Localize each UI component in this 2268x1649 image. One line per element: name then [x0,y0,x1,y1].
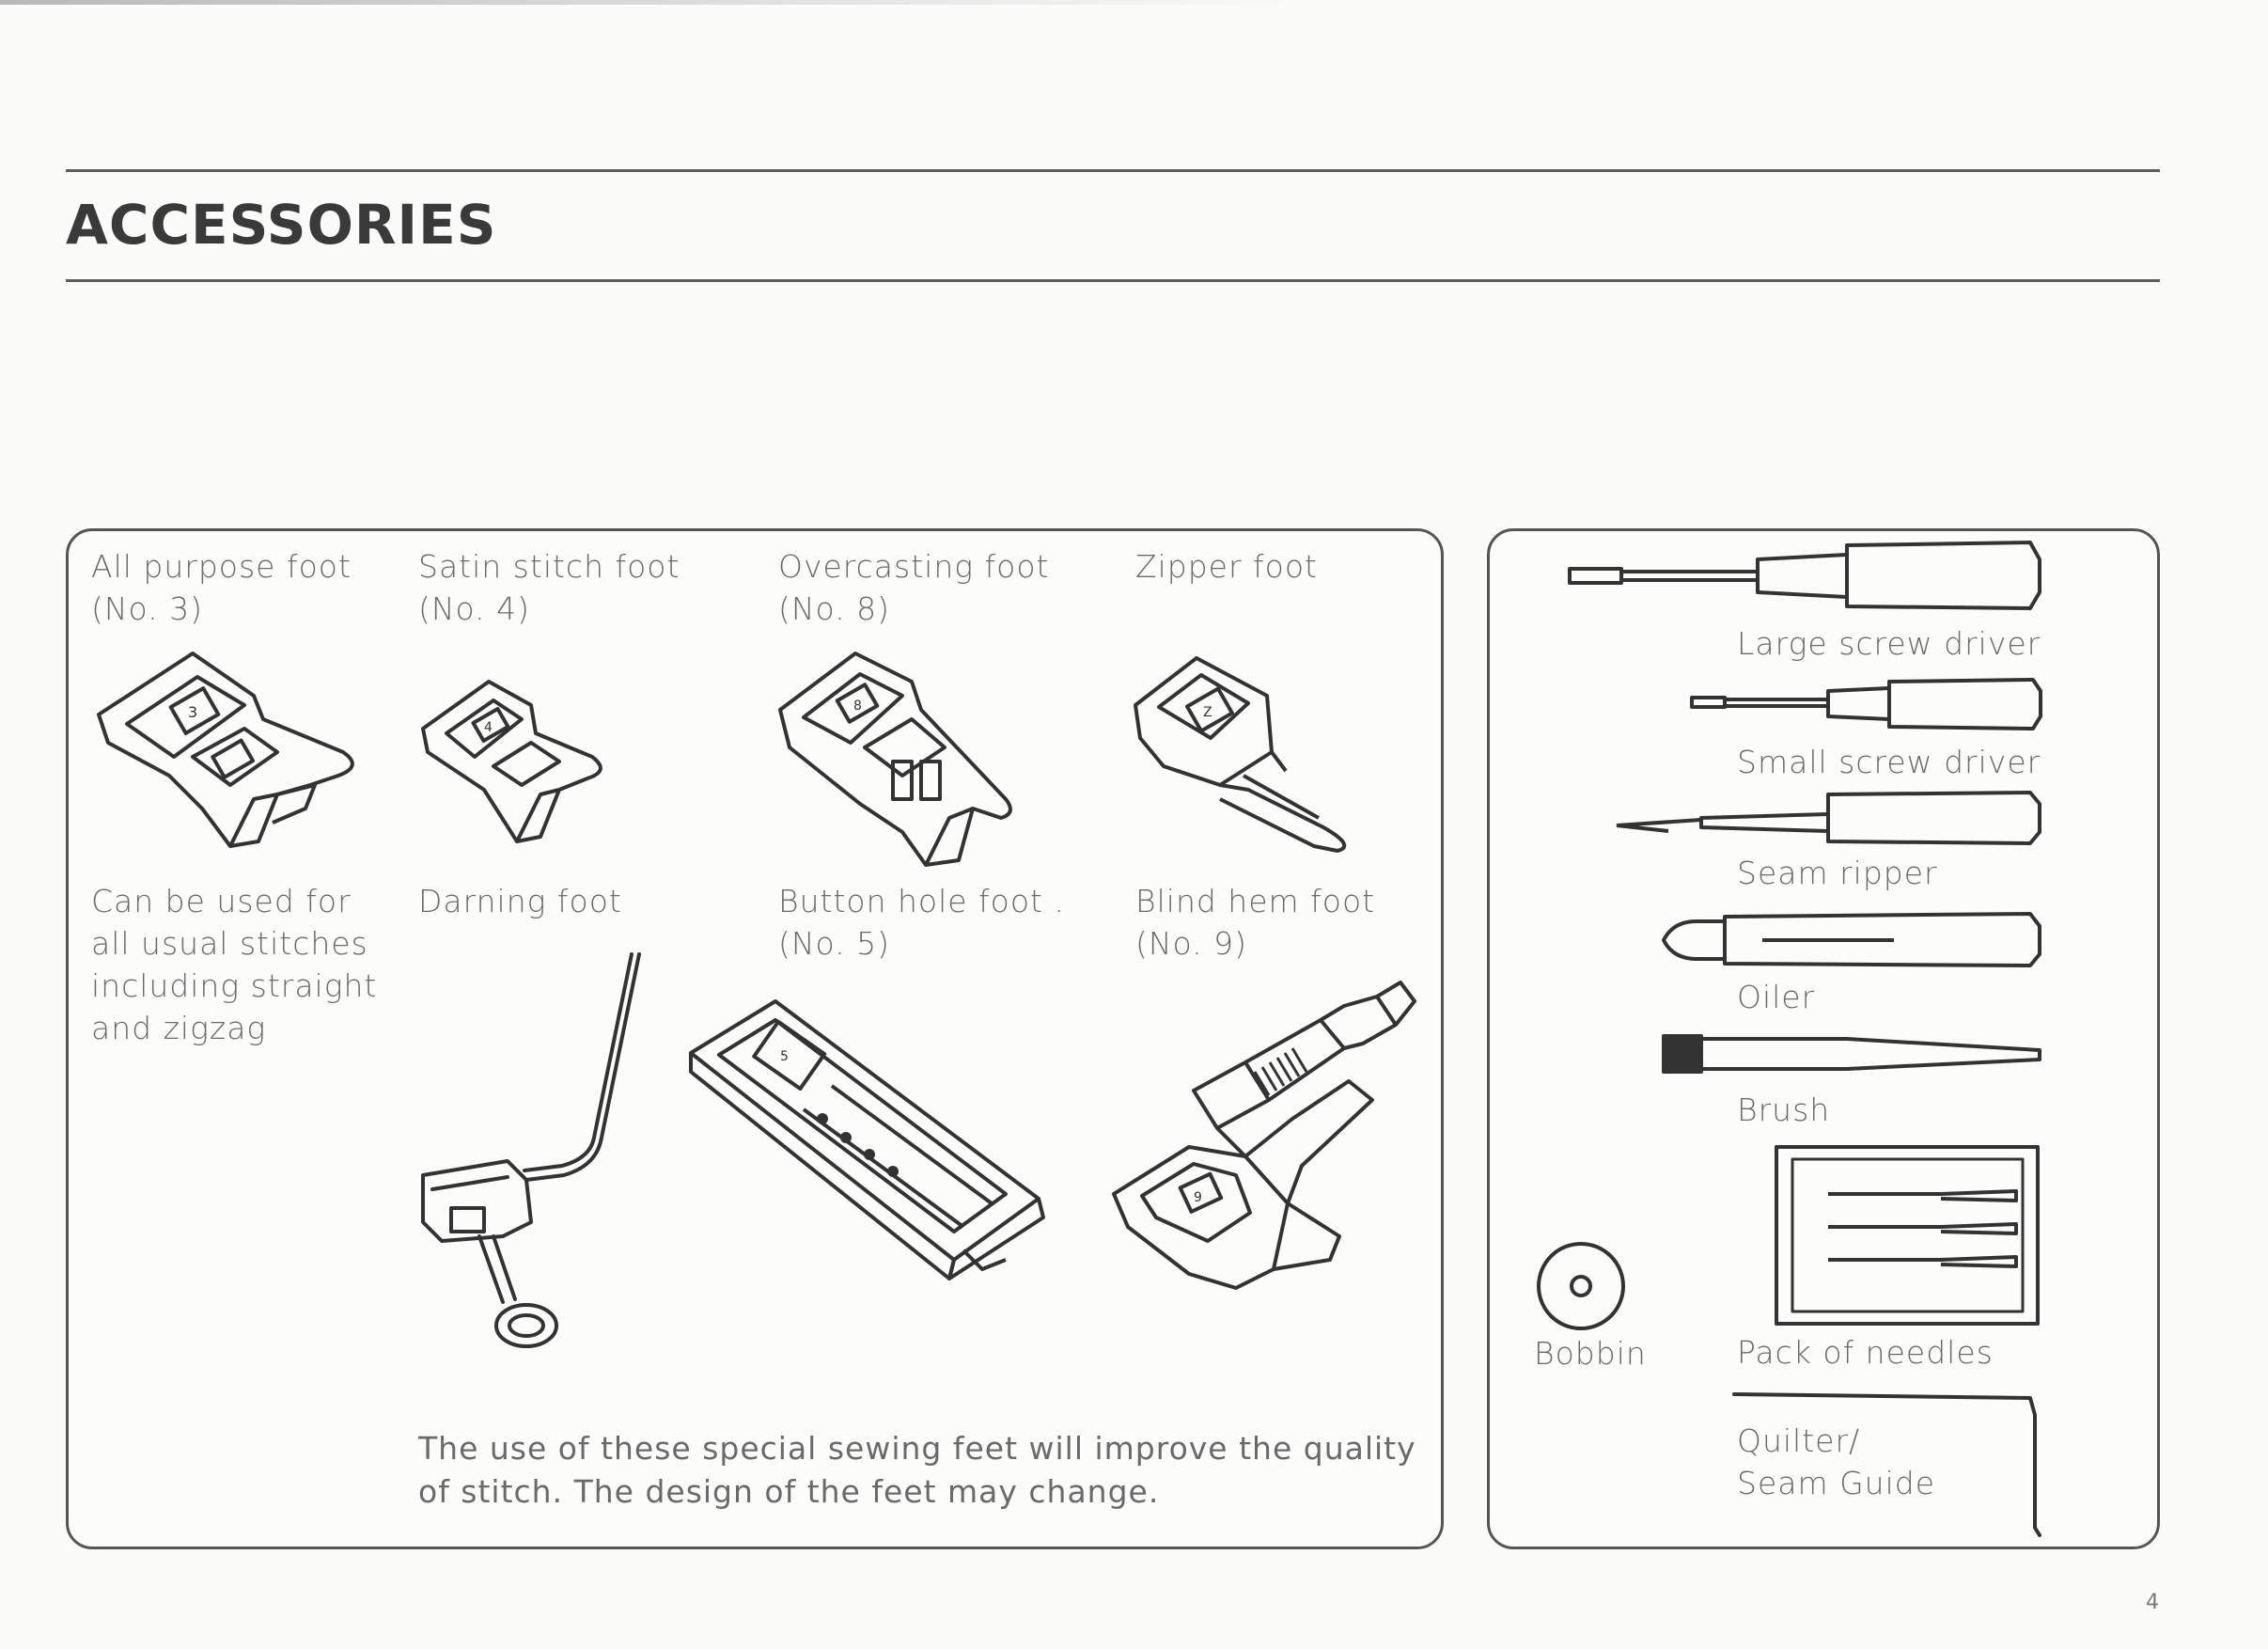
presser-feet-panel [66,528,1444,1549]
scan-edge [0,0,1316,5]
sewing-feet-note: The use of these special sewing feet wil… [418,1430,1416,1510]
small-screw-driver-label: Small screw driver [1737,744,2041,780]
svg-text:5: 5 [780,1049,789,1064]
satin-stitch-foot-label: Satin stitch foot(No. 4) [418,548,680,627]
svg-text:4: 4 [484,720,493,735]
header-rule-bottom [66,279,2160,282]
oiler-illustration [1662,912,2041,967]
svg-text:8: 8 [853,699,862,714]
seam-ripper-label: Seam ripper [1737,855,1938,891]
button-hole-foot-illustration: 5 [689,999,1045,1280]
seam-ripper-illustration [1616,791,2041,845]
page-title: ACCESSORIES [66,193,497,257]
all-purpose-foot-illustration: 3 [97,652,354,848]
quilter-seam-guide-illustration [1732,1392,2041,1537]
pack-of-needles-label: Pack of needles [1737,1334,1994,1371]
page-number: 4 [2146,1591,2159,1614]
svg-text:Z: Z [1203,705,1212,720]
svg-text:3: 3 [188,703,197,721]
brush-illustration [1662,1034,2041,1074]
blind-hem-foot-label: Blind hem foot(No. 9) [1135,883,1376,962]
all-purpose-foot-label: All purpose foot(No. 3) [91,548,352,627]
oiler-label: Oiler [1737,979,1816,1015]
header-rule-top [66,169,2160,172]
bobbin-illustration [1537,1242,1625,1330]
small-screw-driver-illustration [1690,678,2042,730]
overcasting-foot-illustration: 8 [778,652,1012,867]
darning-foot-illustration [421,952,641,1348]
satin-stitch-foot-illustration: 4 [421,680,602,843]
blind-hem-foot-illustration: 9 [1112,981,1416,1290]
button-hole-foot-label: Button hole foot .(No. 5) [778,883,1065,962]
pack-of-needles-illustration [1775,1145,2040,1326]
zipper-foot-label: Zipper foot [1135,548,1318,585]
large-screw-driver-illustration [1568,541,2041,610]
zipper-foot-illustration: Z [1134,656,1347,853]
svg-text:9: 9 [1194,1190,1202,1205]
brush-label: Brush [1737,1091,1831,1128]
quilter-seam-guide-label: Quilter/Seam Guide [1737,1422,1936,1501]
bobbin-label: Bobbin [1534,1335,1647,1372]
large-screw-driver-label: Large screw driver [1737,625,2041,662]
darning-foot-label: Darning foot [418,883,622,919]
overcasting-foot-label: Overcasting foot(No. 8) [778,548,1050,627]
